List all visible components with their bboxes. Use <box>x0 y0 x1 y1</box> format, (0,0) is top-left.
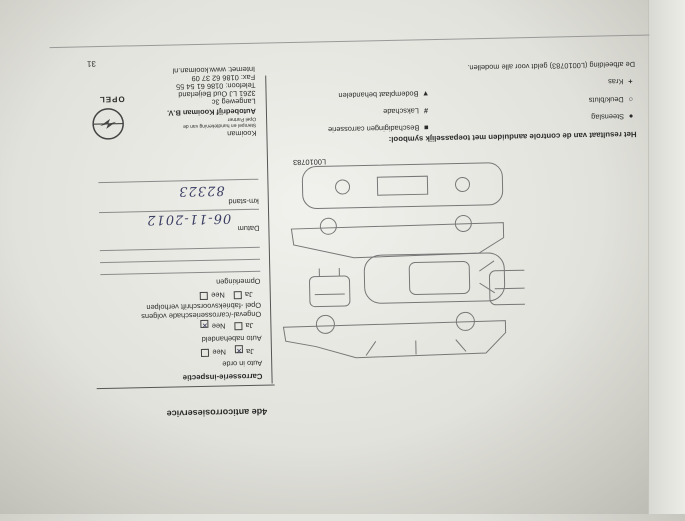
date-value[interactable]: 06-11-2012 <box>146 210 232 228</box>
title-divider <box>96 384 275 390</box>
opel-logo-text: OPEL <box>98 94 125 105</box>
open-circle-icon: ○ <box>628 94 634 104</box>
legend-item-deuk: ○ Deuk/bluts <box>588 94 636 105</box>
legend-label: Bodemplaat behandelen <box>338 89 419 101</box>
car-rear-view-icon <box>488 269 527 306</box>
filled-square-icon: ■ <box>423 123 429 133</box>
car-side-view-2-icon <box>290 214 505 259</box>
q2-ja-label: Ja <box>245 320 254 331</box>
form-heading: Carrosserie-inspectie <box>182 371 263 383</box>
triangle-down-icon: ▼ <box>421 89 430 99</box>
stamp-web: Internet: www.kooiman.nl <box>172 64 256 76</box>
page-title: 4de anticorrosieservice <box>166 406 268 419</box>
page-number: 31 <box>86 59 96 69</box>
legend-label: Lakschade <box>383 106 419 117</box>
q2-ja-checkbox[interactable] <box>234 322 243 331</box>
remarks-line-1[interactable] <box>100 270 261 276</box>
q1-label: Auto in orde <box>222 358 263 369</box>
q1-ja-label: Ja <box>246 346 255 357</box>
car-front-view-icon <box>309 268 351 308</box>
stamp-caption-partner: Opel Partner <box>227 115 257 123</box>
q3-nee-checkbox[interactable] <box>200 291 209 300</box>
remarks-label: Opmerkingen <box>216 276 261 287</box>
car-diagram <box>282 162 527 359</box>
remarks-line-2[interactable] <box>100 258 261 264</box>
q1-nee-checkbox[interactable] <box>201 348 210 357</box>
opel-logo-icon <box>92 108 124 140</box>
car-underbody-view-icon <box>301 162 504 210</box>
legend-label: Beschadigingen carrosserie <box>327 123 420 135</box>
q1-nee-label: Nee <box>212 347 227 357</box>
car-side-view-icon <box>282 311 507 359</box>
legend-item-beschadigingen: ■ Beschadigingen carrosserie <box>327 123 431 135</box>
q3-label-line2: Opel -fabrieksvoorschrift verholpen <box>146 300 262 313</box>
diagram-code: L0010783 <box>293 157 327 168</box>
remarks-line-3[interactable] <box>99 246 260 252</box>
page-bottom-rule <box>49 34 650 49</box>
stamp-caption: Stempel en handtekening van de <box>183 121 257 130</box>
stamp-name: Kooiman <box>227 128 257 139</box>
car-top-view-icon <box>363 252 506 304</box>
date-label: Datum <box>237 223 260 234</box>
q2-label: Auto nabehandeld <box>201 333 262 344</box>
legend-label: Kras <box>608 77 624 87</box>
hash-icon: # <box>423 106 429 116</box>
stamp-street: Langeweg 3c <box>211 96 256 107</box>
legend-item-kras: + Kras <box>608 76 635 87</box>
q3-ja-checkbox[interactable] <box>233 291 243 300</box>
q1-ja-checkbox[interactable]: ✕ <box>235 345 244 354</box>
q3-options: Ja Nee <box>197 290 253 300</box>
adjacent-page-edge <box>648 0 685 514</box>
filled-circle-icon: ● <box>628 111 634 121</box>
stamp-phone: Telefoon: 0186 61 54 55 <box>175 80 256 92</box>
legend-item-steenslag: ● Steenslag <box>591 111 636 122</box>
q2-nee-checkbox[interactable]: ✕ <box>200 319 209 328</box>
q2-options: Ja Nee✕ <box>198 319 254 331</box>
legend-item-bodemplaat: ▼ Bodemplaat behandelen <box>338 89 430 101</box>
q1-options: Ja✕ Nee <box>198 345 254 357</box>
legend-note: De afbeelding (L0010783) geldt voor alle… <box>467 59 636 73</box>
km-value[interactable]: 82323 <box>178 182 225 199</box>
legend-item-lakschade: # Lakschade <box>383 106 431 117</box>
stamp-company: Autobedrijf Kooiman B.V. <box>167 106 257 118</box>
plus-icon: + <box>628 76 633 86</box>
legend-label: Steenslag <box>591 112 625 122</box>
q2-nee-label: Nee <box>211 321 226 331</box>
q3-ja-label: Ja <box>244 289 253 300</box>
km-label: km-stand <box>228 196 259 207</box>
legend-label: Deuk/bluts <box>588 95 624 105</box>
q3-nee-label: Nee <box>211 290 225 300</box>
